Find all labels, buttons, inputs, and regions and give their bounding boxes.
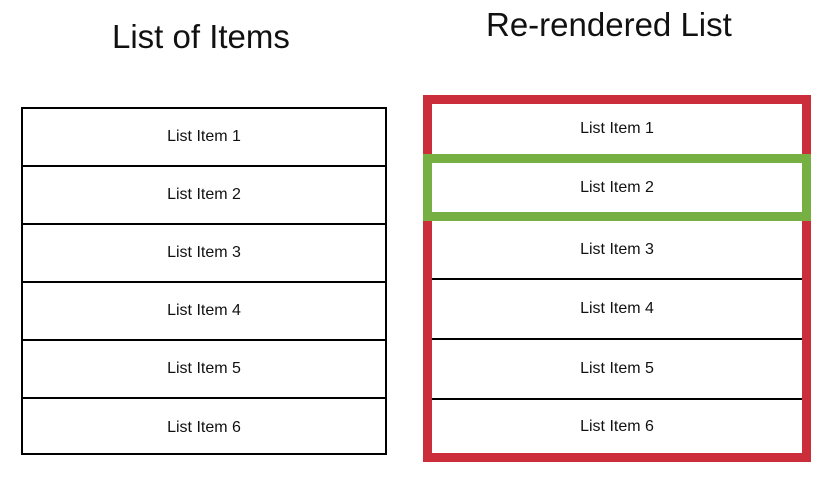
list-item: List Item 5 [432, 338, 802, 398]
right-panel-title: Re-rendered List [486, 6, 732, 43]
list-of-items: List Item 1 List Item 2 List Item 3 List… [21, 107, 387, 455]
list-item: List Item 4 [432, 278, 802, 338]
list-item: List Item 6 [167, 419, 241, 436]
list-item: List Item 3 [432, 221, 802, 278]
left-panel-title: List of Items [112, 18, 290, 55]
list-item: List Item 4 [23, 283, 385, 341]
list-item: List Item 1 [432, 104, 802, 154]
list-item: List Item 5 [23, 341, 385, 399]
list-item: List Item 3 [23, 225, 385, 283]
list-item: List Item 2 [23, 167, 385, 225]
list-item: List Item 1 [23, 109, 385, 167]
list-item: List Item 6 [432, 398, 802, 453]
highlighted-list-item: List Item 2 [423, 154, 811, 221]
